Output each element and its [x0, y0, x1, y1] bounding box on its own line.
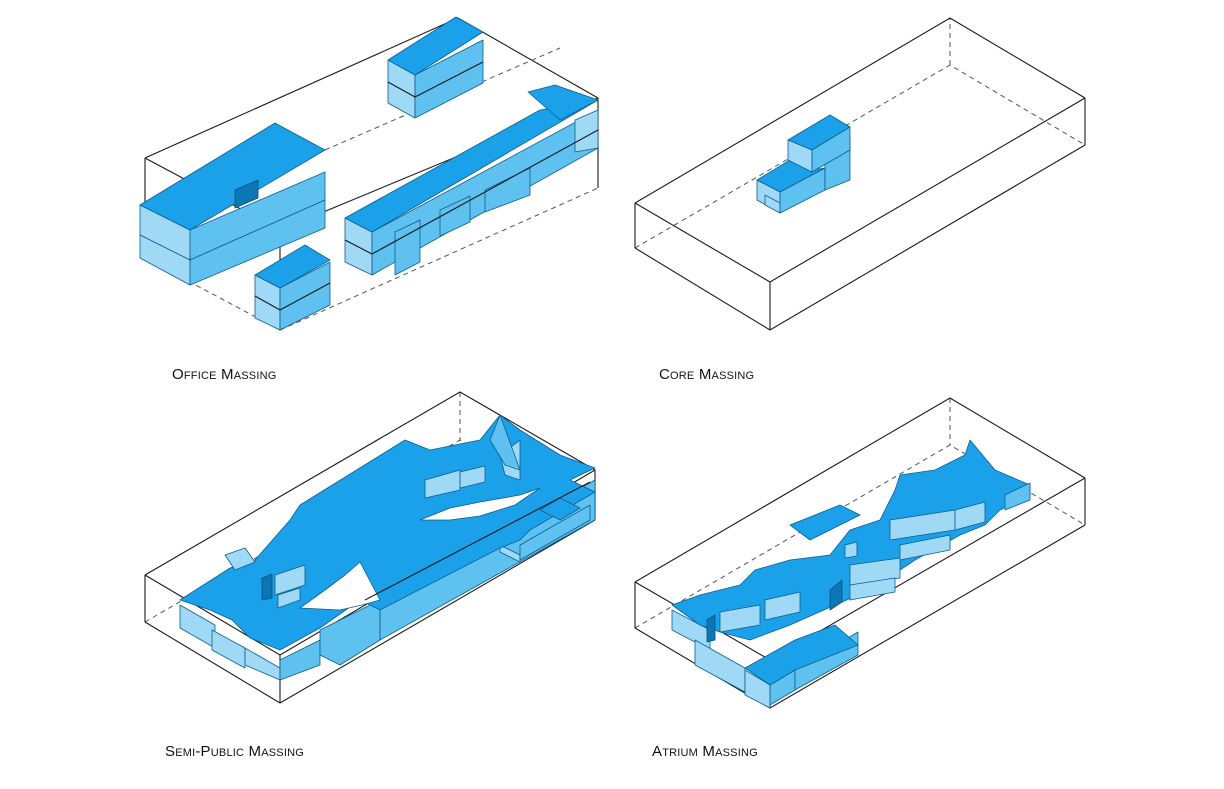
- site-volume-outline: [635, 18, 1085, 330]
- office-block-front: [255, 245, 330, 330]
- office-block-back: [388, 17, 483, 118]
- diagram-core-massing: [635, 18, 1085, 330]
- diagram-office-massing: [140, 17, 598, 330]
- caption-atrium-massing: Atrium Massing: [652, 743, 758, 760]
- atrium-volume: [672, 440, 1030, 708]
- office-bar-right: [345, 85, 598, 275]
- caption-core-massing: Core Massing: [659, 366, 754, 383]
- diagram-semi-public-massing: [145, 392, 595, 703]
- caption-office-massing: Office Massing: [172, 366, 276, 383]
- caption-semi-public-massing: Semi-Public Massing: [165, 743, 304, 760]
- core-block: [757, 115, 850, 213]
- diagram-atrium-massing: [635, 398, 1085, 708]
